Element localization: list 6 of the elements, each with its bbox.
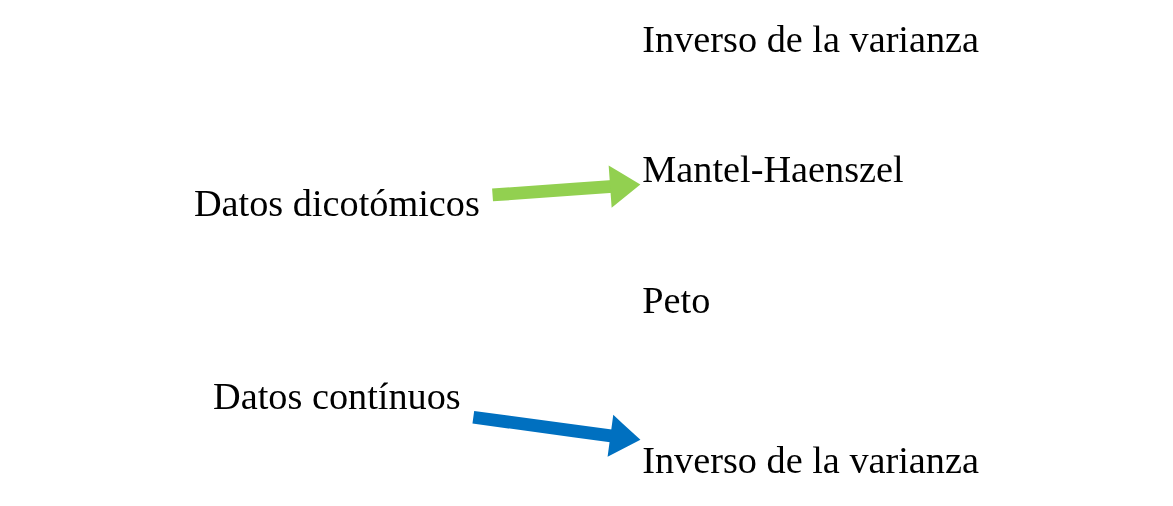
node-text: Datos contínuos	[213, 374, 461, 417]
node-text: Inverso de la varianza Mantel-Haenszel Peto	[642, 17, 980, 322]
node-text: Inverso de la varianza	[642, 438, 979, 481]
arrow	[472, 410, 641, 457]
arrow	[492, 165, 641, 208]
node-text: Datos dicotómicos	[193, 181, 480, 224]
